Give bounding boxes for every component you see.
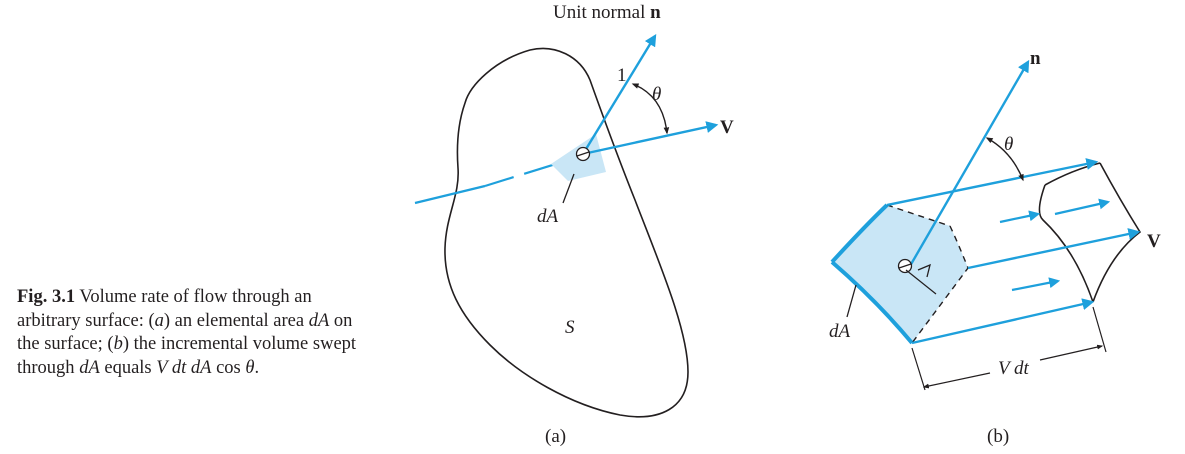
- point-tick-b: [898, 263, 912, 269]
- flow-line-top: [886, 158, 1099, 207]
- unit-normal-text: Unit normal: [553, 2, 650, 23]
- caption-text: .: [254, 357, 260, 378]
- figure-caption: Fig. 3.1 Volume rate of flow through an …: [17, 286, 357, 380]
- dim-arrow-right: [1039, 344, 1104, 361]
- da-leader-b: [846, 284, 857, 318]
- unit-normal-arrow: [581, 33, 657, 155]
- area-edge-left: [830, 260, 914, 345]
- area-patch-b: [832, 205, 968, 343]
- area-edge-top: [830, 203, 889, 264]
- da-label-a: dA: [537, 206, 559, 227]
- caption-text: ) an elemental area: [163, 310, 309, 331]
- caption-expression: V dt dA: [156, 357, 212, 378]
- caption-text: Volume rate of flow through an arbitrary…: [17, 287, 312, 331]
- flow-arrow-short-2: [1054, 198, 1111, 216]
- surface-outline: [444, 47, 689, 418]
- normal-inner-line: [905, 269, 937, 295]
- point-tick: [576, 151, 590, 157]
- caption-part-a: a: [154, 310, 164, 331]
- far-face-left: [1038, 184, 1094, 303]
- dim-arrow-left: [922, 372, 991, 389]
- flow-arrow-short-3: [1011, 277, 1061, 292]
- velocity-arrow: [582, 121, 719, 156]
- one-label: 1: [617, 65, 627, 86]
- normal-arrow-b: [908, 59, 1030, 267]
- flow-line-bottom: [911, 298, 1095, 345]
- vdt-label: V dt: [998, 358, 1030, 379]
- flow-line-solid: [414, 184, 486, 205]
- flow-line-dashed: [484, 156, 576, 188]
- caption-part-b: b: [113, 334, 123, 355]
- caption-dA: dA: [308, 310, 330, 331]
- caption-text: cos: [211, 357, 246, 378]
- theta-arc-a: [631, 83, 670, 135]
- sublabel-a: (a): [545, 426, 566, 447]
- velocity-label-a: V: [720, 117, 734, 138]
- sublabel-b: (b): [987, 426, 1009, 447]
- s-label: S: [565, 317, 575, 338]
- dim-ext-right: [1092, 306, 1107, 353]
- caption-dA: dA: [79, 357, 100, 378]
- flow-line-mid: [967, 228, 1141, 270]
- diagram-b: n θ V dA V dt (b): [829, 48, 1161, 447]
- right-angle-marker: [917, 263, 931, 278]
- da-label-b: dA: [829, 321, 851, 342]
- n-symbol: n: [650, 2, 661, 23]
- caption-text: equals: [99, 357, 157, 378]
- figure-label: Fig. 3.1: [17, 287, 76, 307]
- da-leader-a: [562, 173, 575, 204]
- theta-arc-b: [985, 137, 1024, 182]
- theta-label-a: θ: [652, 84, 661, 105]
- velocity-label-b: V: [1147, 231, 1161, 252]
- caption-theta: θ: [245, 357, 255, 378]
- unit-normal-label: Unit normal n: [553, 2, 661, 23]
- area-edge-dashed-top: [886, 204, 951, 227]
- normal-label-b: n: [1030, 48, 1041, 69]
- flow-arrow-short-1: [999, 210, 1041, 224]
- area-edge-dashed-right: [911, 225, 969, 344]
- theta-label-b: θ: [1004, 134, 1013, 155]
- dim-ext-left: [911, 347, 926, 391]
- caption-text: ) the incremental volume swept through: [17, 334, 357, 378]
- caption-text: on the surface; (: [17, 310, 353, 355]
- diagram-a: Unit normal n 1 θ V dA S (a): [414, 2, 734, 447]
